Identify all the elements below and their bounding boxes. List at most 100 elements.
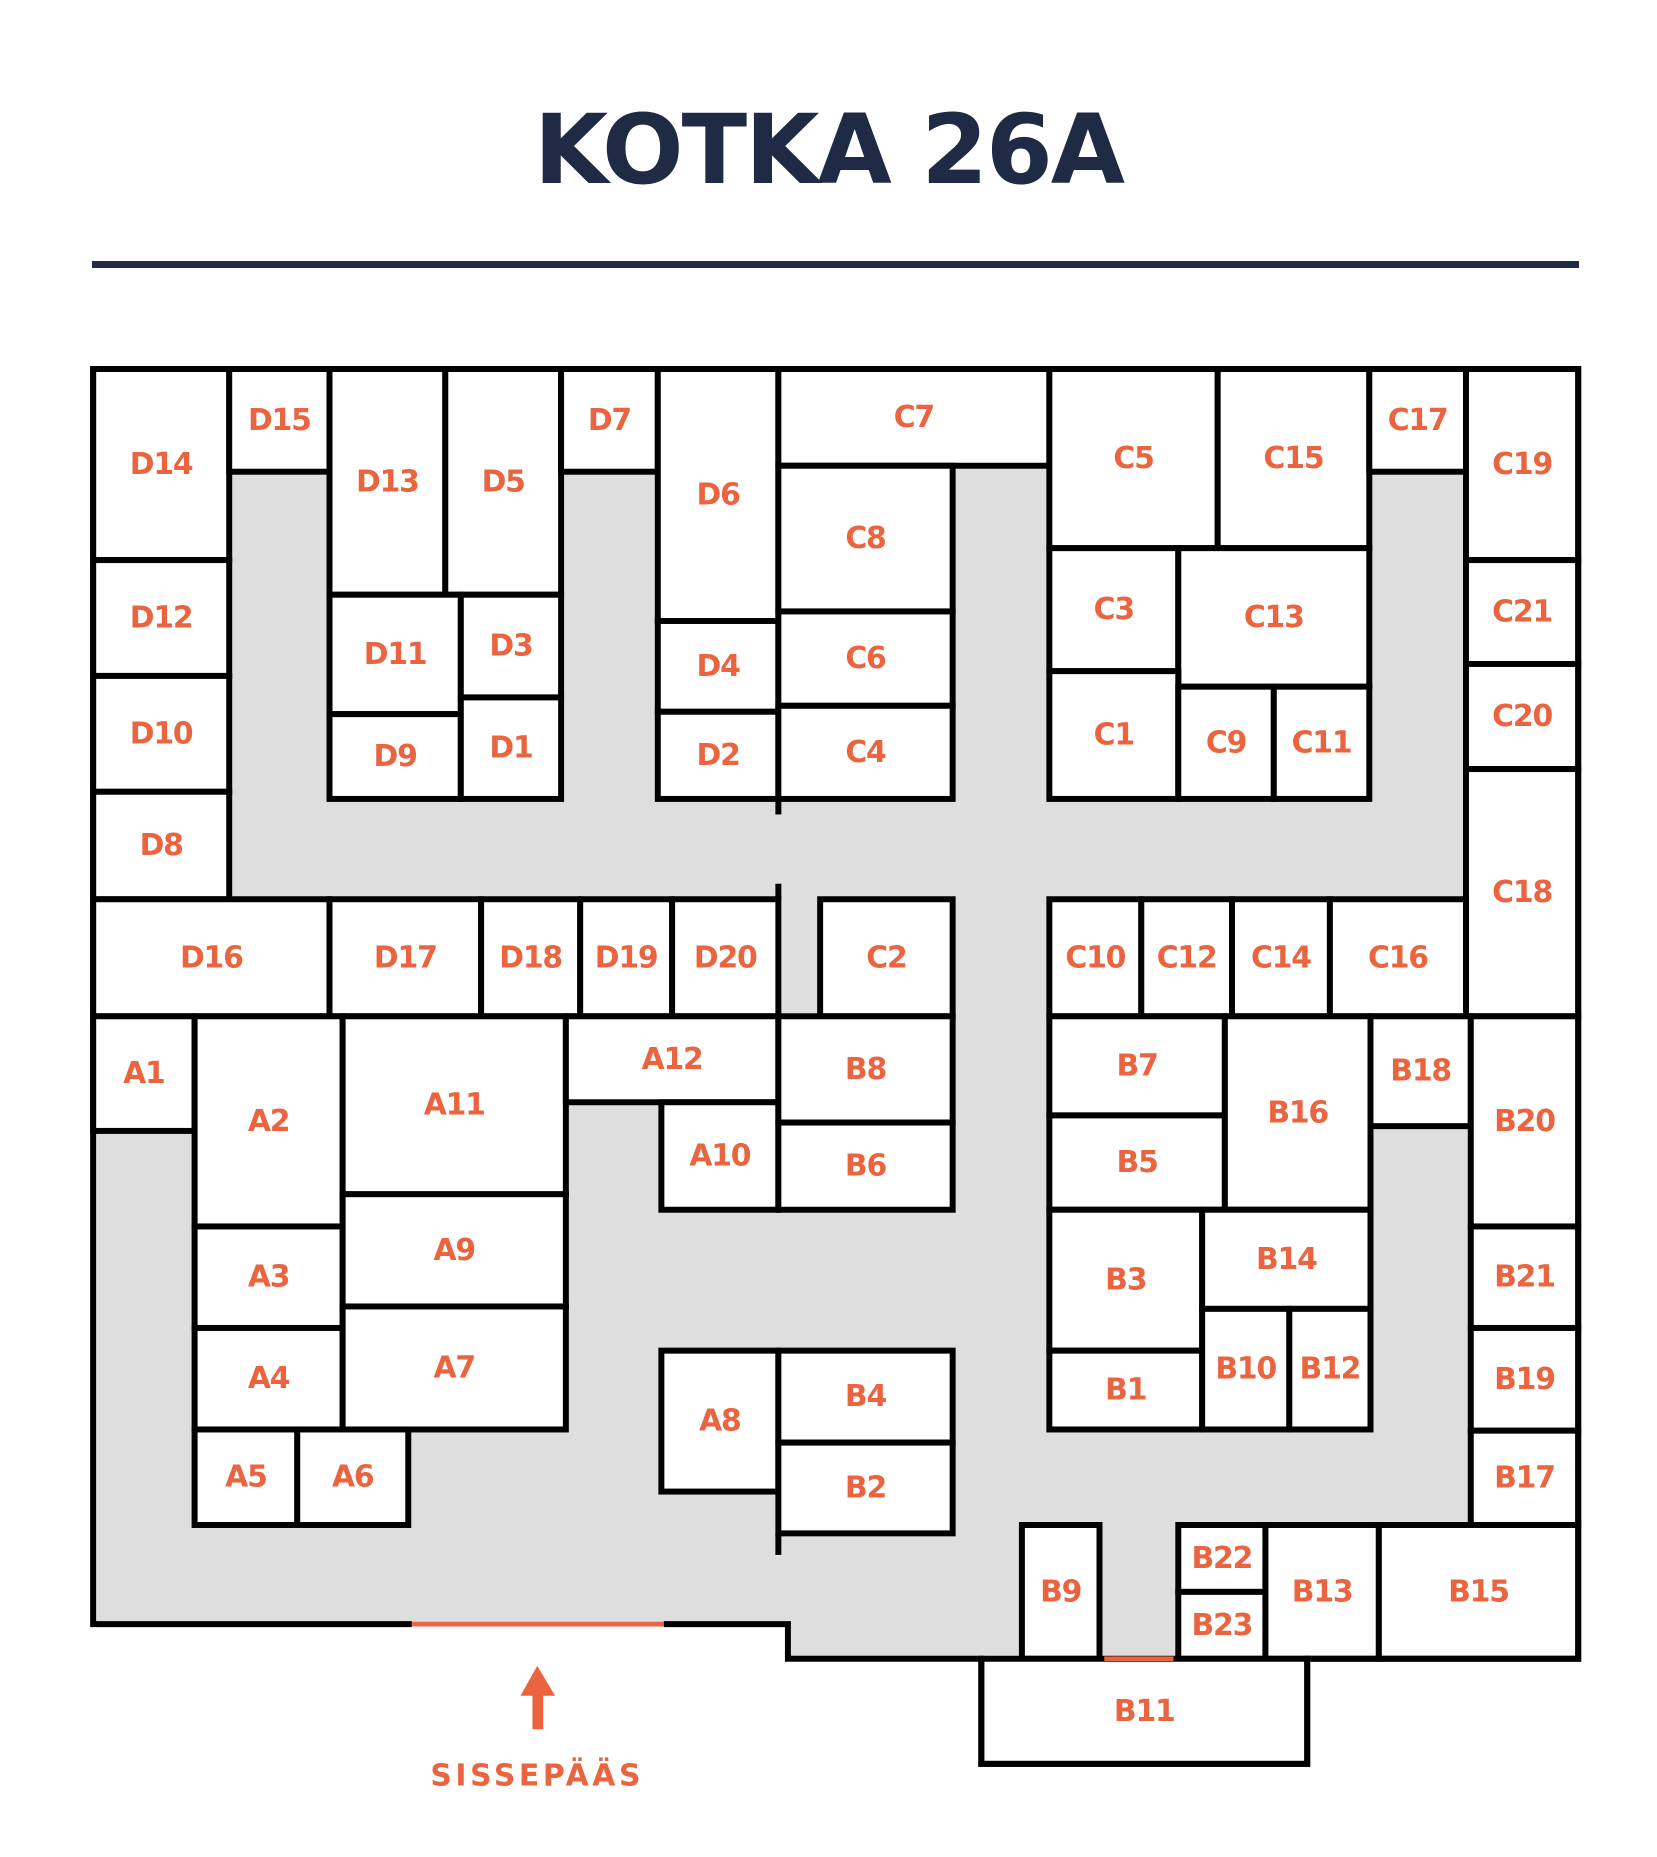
room-b18[interactable]: B18	[1367, 1013, 1474, 1130]
room-b11[interactable]: B11	[978, 1655, 1311, 1767]
room-b12[interactable]: B12	[1286, 1305, 1374, 1433]
room-d8[interactable]: D8	[90, 788, 233, 903]
room-label: A2	[248, 1104, 289, 1139]
room-label: C10	[1065, 940, 1125, 975]
room-d6[interactable]: D6	[654, 366, 782, 624]
room-c3[interactable]: C3	[1046, 545, 1182, 675]
room-b23[interactable]: B23	[1175, 1588, 1269, 1662]
room-c21[interactable]: C21	[1463, 557, 1582, 667]
room-a2[interactable]: A2	[191, 1013, 346, 1230]
room-outline	[1467, 1013, 1582, 1230]
room-b7[interactable]: B7	[1046, 1013, 1228, 1119]
room-b13[interactable]: B13	[1262, 1522, 1382, 1662]
room-c13[interactable]: C13	[1175, 545, 1373, 690]
room-d1[interactable]: D1	[457, 694, 565, 802]
room-d18[interactable]: D18	[478, 896, 584, 1020]
room-b4[interactable]: B4	[775, 1347, 956, 1446]
room-c8[interactable]: C8	[775, 462, 956, 615]
room-a11[interactable]: A11	[339, 1013, 569, 1198]
room-d19[interactable]: D19	[577, 896, 676, 1020]
room-a1[interactable]: A1	[90, 1013, 198, 1134]
room-b21[interactable]: B21	[1467, 1223, 1582, 1331]
room-outline	[326, 711, 464, 802]
room-b14[interactable]: B14	[1199, 1206, 1374, 1312]
room-c5[interactable]: C5	[1046, 366, 1221, 552]
room-c12[interactable]: C12	[1138, 896, 1235, 1020]
room-d15[interactable]: D15	[226, 366, 333, 475]
room-outline	[1046, 1206, 1206, 1354]
room-b9[interactable]: B9	[1018, 1522, 1103, 1662]
room-b8[interactable]: B8	[775, 1013, 956, 1126]
room-d11[interactable]: D11	[326, 591, 464, 718]
room-b1[interactable]: B1	[1046, 1347, 1206, 1433]
room-outline	[1286, 1305, 1374, 1433]
room-a9[interactable]: A9	[339, 1191, 569, 1310]
room-a6[interactable]: A6	[294, 1426, 412, 1528]
room-a8[interactable]: A8	[658, 1347, 782, 1495]
room-b15[interactable]: B15	[1375, 1522, 1582, 1662]
room-d5[interactable]: D5	[442, 366, 565, 598]
room-label: B7	[1117, 1048, 1158, 1083]
room-a12[interactable]: A12	[562, 1013, 782, 1106]
room-label: A5	[225, 1460, 266, 1495]
room-c15[interactable]: C15	[1214, 366, 1373, 552]
room-c10[interactable]: C10	[1046, 896, 1145, 1020]
room-c11[interactable]: C11	[1270, 683, 1373, 802]
room-a7[interactable]: A7	[339, 1303, 569, 1433]
room-d12[interactable]: D12	[90, 557, 233, 679]
room-d9[interactable]: D9	[326, 711, 464, 802]
room-a10[interactable]: A10	[658, 1099, 782, 1213]
room-d17[interactable]: D17	[326, 896, 485, 1020]
room-b2[interactable]: B2	[775, 1439, 956, 1537]
room-c1[interactable]: C1	[1046, 668, 1182, 802]
room-label: D9	[374, 739, 417, 774]
room-a4[interactable]: A4	[191, 1324, 346, 1433]
room-outline	[1463, 660, 1582, 773]
room-b6[interactable]: B6	[775, 1119, 956, 1213]
room-label: B15	[1448, 1574, 1509, 1609]
room-b10[interactable]: B10	[1199, 1305, 1293, 1433]
room-label: D7	[588, 403, 631, 438]
room-d16[interactable]: D16	[90, 896, 333, 1020]
room-label: B2	[845, 1470, 886, 1505]
room-label: B12	[1300, 1352, 1361, 1387]
room-label: C8	[845, 521, 885, 556]
room-outline	[775, 1013, 956, 1126]
room-d3[interactable]: D3	[457, 591, 565, 701]
room-c19[interactable]: C19	[1463, 366, 1582, 564]
room-c6[interactable]: C6	[775, 608, 956, 709]
room-b3[interactable]: B3	[1046, 1206, 1206, 1354]
room-b5[interactable]: B5	[1046, 1112, 1228, 1213]
room-outline	[191, 1324, 346, 1433]
room-b17[interactable]: B17	[1467, 1427, 1582, 1528]
room-d2[interactable]: D2	[654, 708, 782, 802]
room-outline	[1262, 1522, 1382, 1662]
room-c4[interactable]: C4	[775, 702, 956, 802]
room-a3[interactable]: A3	[191, 1223, 346, 1331]
room-label: D2	[696, 738, 739, 773]
room-a5[interactable]: A5	[191, 1426, 301, 1528]
room-c2[interactable]: C2	[817, 896, 956, 1020]
room-b19[interactable]: B19	[1467, 1324, 1582, 1434]
room-d4[interactable]: D4	[654, 618, 782, 715]
room-label: D10	[130, 716, 193, 751]
room-d10[interactable]: D10	[90, 672, 233, 795]
room-d14[interactable]: D14	[90, 366, 233, 564]
room-d20[interactable]: D20	[669, 896, 782, 1020]
room-b22[interactable]: B22	[1175, 1522, 1269, 1595]
room-b16[interactable]: B16	[1221, 1013, 1374, 1213]
room-c18[interactable]: C18	[1463, 766, 1582, 1020]
room-c9[interactable]: C9	[1175, 683, 1277, 802]
room-c7[interactable]: C7	[775, 366, 1053, 469]
room-outline	[339, 1303, 569, 1433]
room-c16[interactable]: C16	[1326, 896, 1469, 1020]
room-b20[interactable]: B20	[1467, 1013, 1582, 1230]
room-d7[interactable]: D7	[558, 366, 661, 475]
room-d13[interactable]: D13	[326, 366, 449, 598]
room-c17[interactable]: C17	[1366, 366, 1469, 475]
room-label: B10	[1215, 1352, 1276, 1387]
room-c20[interactable]: C20	[1463, 660, 1582, 773]
room-c14[interactable]: C14	[1229, 896, 1333, 1020]
